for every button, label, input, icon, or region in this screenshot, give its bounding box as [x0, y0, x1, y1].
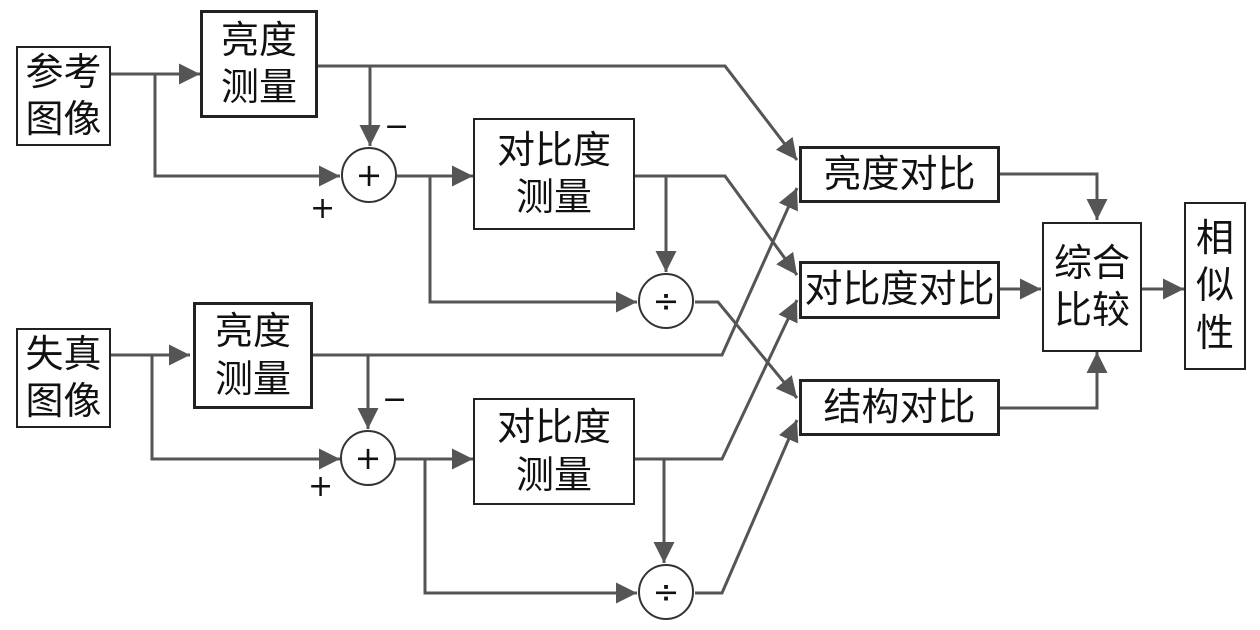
luminance-comparison-box: 亮度对比	[799, 146, 1000, 203]
sum-node-dist: +	[340, 430, 396, 486]
wire-div1-to-strcmp	[695, 300, 799, 399]
divide-symbol: ÷	[652, 573, 680, 611]
luminance-measure-label-ref: 亮度 测量	[220, 17, 297, 110]
wire-sum1-to-div1	[428, 176, 637, 313]
wire-lum1-to-lumcmp	[318, 64, 799, 161]
wire-strcmp-to-combine	[1000, 352, 1108, 410]
distorted-image-box: 失真 图像	[16, 328, 111, 428]
minus-sign-dist: −	[382, 382, 408, 417]
divide-symbol: ÷	[652, 282, 680, 320]
similarity-output-box: 相 似 性	[1184, 202, 1246, 370]
wire-con1-to-concmp	[634, 174, 799, 276]
luminance-measure-box-ref: 亮度 测量	[200, 10, 318, 118]
combine-compare-box: 综合 比较	[1042, 222, 1142, 352]
wire-con2-to-concmp	[634, 299, 799, 461]
luminance-comparison-label: 亮度对比	[823, 151, 976, 196]
luminance-measure-box-dist: 亮度 测量	[193, 302, 313, 409]
sum-node-ref: +	[341, 147, 397, 203]
combine-compare-label: 综合 比较	[1053, 240, 1130, 333]
plus-symbol: +	[354, 439, 382, 477]
divide-node-dist: ÷	[638, 564, 694, 620]
distorted-image-label: 失真 图像	[25, 331, 102, 424]
wire-ref-to-sum	[153, 74, 340, 187]
plus-symbol: +	[355, 156, 383, 194]
wire-dist-to-sum	[150, 355, 340, 470]
contrast-comparison-label: 对比度对比	[804, 267, 995, 312]
plus-sign-dist: +	[308, 469, 334, 504]
minus-sign-ref: −	[384, 109, 410, 144]
wire-div2-to-strcmp	[695, 419, 799, 595]
plus-sign-ref: +	[310, 191, 336, 226]
structure-comparison-label: 结构对比	[823, 384, 976, 429]
reference-image-label: 参考 图像	[25, 49, 102, 142]
structure-comparison-box: 结构对比	[799, 379, 1000, 436]
similarity-output-label: 相 似 性	[1195, 215, 1234, 355]
contrast-measure-label-ref: 对比度 测量	[496, 127, 611, 220]
luminance-measure-label-dist: 亮度 测量	[214, 309, 291, 401]
divide-node-ref: ÷	[638, 273, 694, 329]
wire-lumcmp-to-combine	[1000, 172, 1108, 220]
wire-sum2-to-div2	[423, 459, 637, 604]
wire-lum2-to-lumcmp	[312, 187, 799, 357]
contrast-comparison-box: 对比度对比	[799, 261, 1000, 319]
contrast-measure-box-ref: 对比度 测量	[473, 118, 635, 230]
contrast-measure-label-dist: 对比度 测量	[496, 405, 611, 497]
reference-image-box: 参考 图像	[16, 46, 111, 146]
contrast-measure-box-dist: 对比度 测量	[473, 398, 635, 505]
